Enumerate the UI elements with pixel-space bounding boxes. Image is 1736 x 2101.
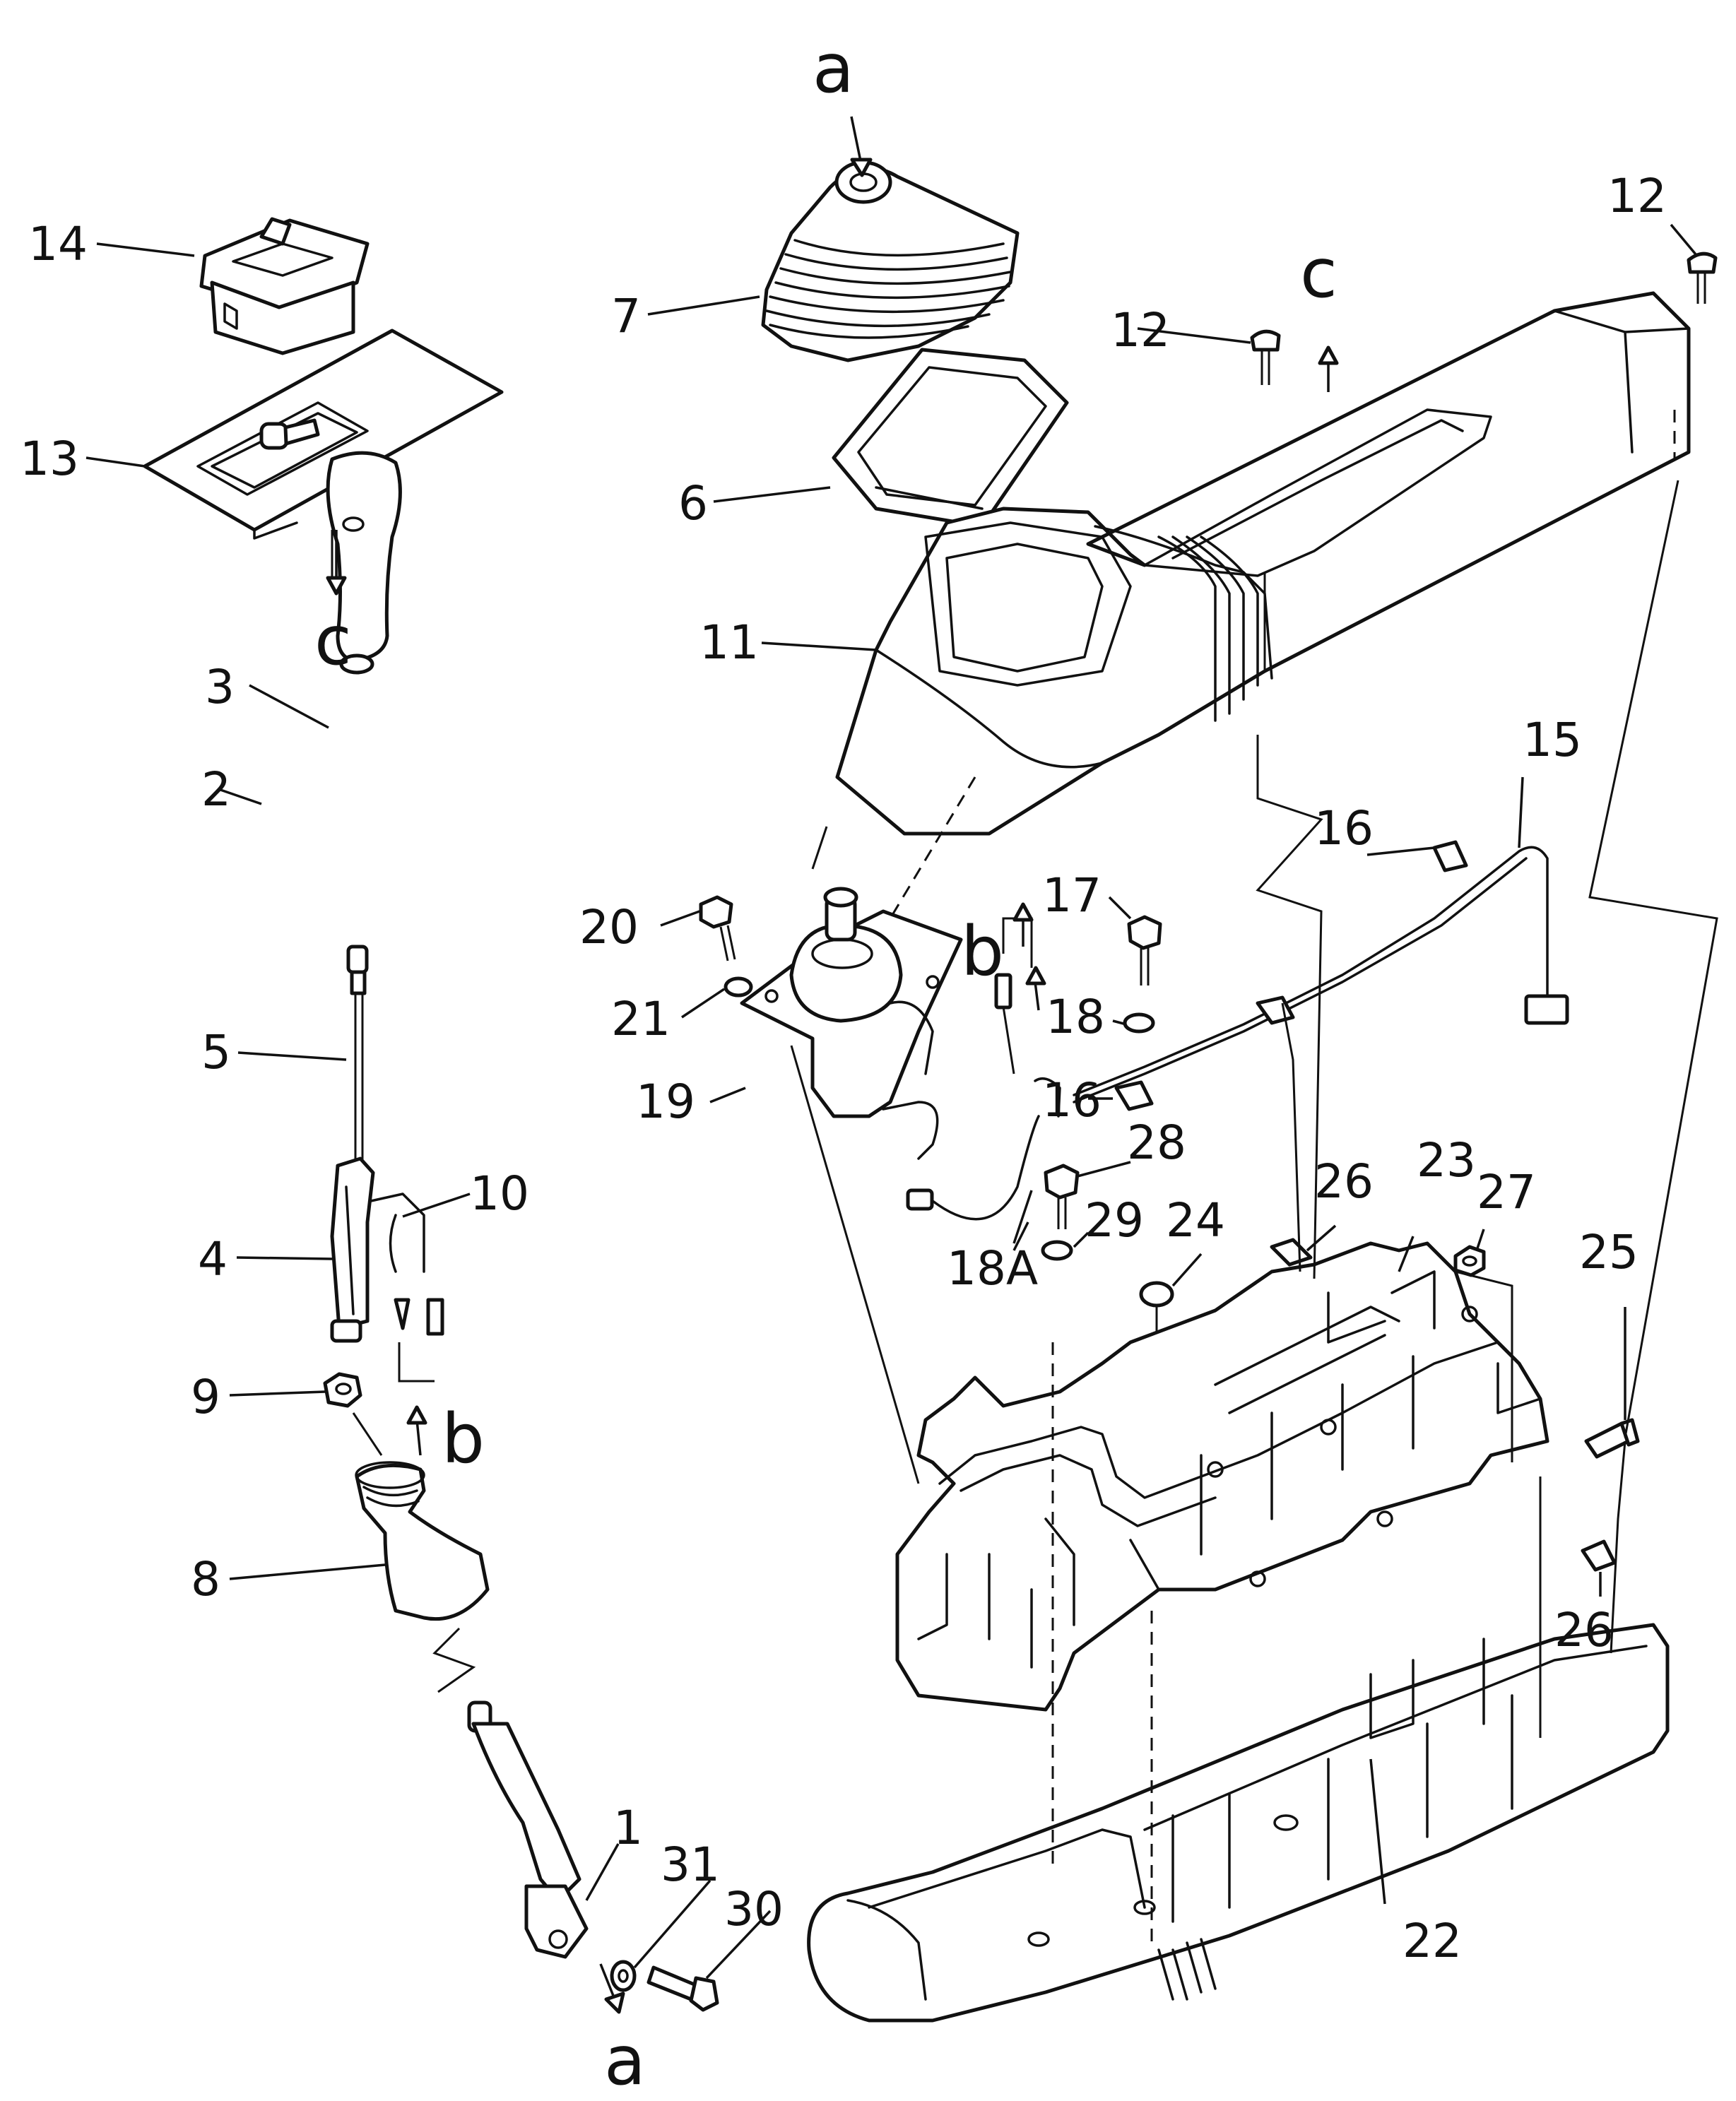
part-26-clip-upper [1270, 1238, 1313, 1267]
part-19-shift-mechanism [740, 887, 1040, 1221]
part-16-clamp-lower [1114, 1080, 1154, 1111]
connection-letters: a a b b c c [314, 29, 1338, 2100]
assembly-lines [331, 410, 1718, 1950]
part-25-bolt [1584, 1418, 1640, 1459]
callout-13: 13 [20, 432, 79, 486]
connection-arrows [326, 116, 1339, 2014]
letter-a-bottom: a [604, 2021, 646, 2100]
part-3-knob [326, 451, 402, 675]
part-18A-connector [994, 973, 1061, 1118]
callout-21: 21 [611, 992, 671, 1046]
callout-18: 18 [1046, 990, 1105, 1044]
part-7-bellows [761, 160, 1020, 362]
callout-19: 19 [636, 1075, 695, 1129]
letter-b-left: b [442, 1399, 485, 1479]
part-17-bolt [1127, 915, 1162, 986]
callout-6: 6 [678, 476, 708, 531]
callout-31: 31 [661, 1837, 720, 1892]
callout-15: 15 [1523, 713, 1582, 767]
letter-c-left: c [314, 601, 352, 680]
callout-23: 23 [1417, 1133, 1476, 1188]
part-30-bolt [646, 1965, 719, 2012]
callout-12-center: 12 [1111, 303, 1170, 357]
letter-b-top: b [961, 912, 1004, 991]
callout-29: 29 [1085, 1193, 1144, 1248]
callout-10: 10 [470, 1166, 529, 1221]
letter-c-top: c [1300, 234, 1338, 313]
leader-lines [85, 223, 1697, 1979]
part-9-nut [323, 1372, 362, 1408]
callout-8: 8 [191, 1552, 220, 1606]
callout-labels: 14 13 3 2 5 10 4 9 8 1 31 30 7 6 11 12 1… [20, 169, 1667, 1968]
callout-26-upper: 26 [1314, 1154, 1374, 1209]
callout-2: 2 [201, 762, 231, 817]
part-28-bolt [1044, 1164, 1080, 1229]
part-12-screw-right [1687, 251, 1718, 304]
callout-16-upper: 16 [1314, 801, 1374, 856]
letter-a-top: a [813, 29, 854, 108]
part-26-clip-lower [1581, 1539, 1617, 1572]
part-13-panel [143, 329, 504, 540]
part-27-nut [1453, 1245, 1486, 1277]
part-18-washer [1123, 1012, 1155, 1034]
callout-22: 22 [1403, 1914, 1462, 1968]
callout-12-right: 12 [1607, 169, 1667, 223]
part-31-washer [610, 1960, 637, 1992]
part-21-washer [724, 976, 753, 998]
part-1-lever [467, 1700, 589, 1959]
part-29-washer [1041, 1240, 1073, 1261]
callout-30: 30 [724, 1882, 784, 1936]
callout-16-lower: 16 [1042, 1073, 1102, 1128]
part-16-clamp-upper [1256, 840, 1468, 1025]
callout-17: 17 [1042, 868, 1102, 923]
callout-27: 27 [1477, 1165, 1536, 1219]
part-6-frame [832, 348, 1069, 528]
callout-7: 7 [611, 289, 641, 343]
callout-25: 25 [1579, 1225, 1638, 1279]
callout-4: 4 [198, 1232, 228, 1286]
part-15-harness [1073, 846, 1569, 1103]
part-12-screw-center [1250, 329, 1281, 385]
part-4-grip [330, 1156, 444, 1343]
part-11-console-cover [835, 291, 1691, 836]
callout-11: 11 [699, 615, 759, 670]
part-22-lower-tray [807, 1623, 1670, 2023]
callout-28: 28 [1127, 1115, 1186, 1170]
part-20-bolt [699, 895, 736, 961]
callout-24: 24 [1166, 1193, 1225, 1248]
callout-9: 9 [191, 1370, 220, 1424]
callout-3: 3 [205, 660, 235, 714]
part-5-rod [346, 945, 369, 1166]
callout-5: 5 [201, 1025, 231, 1079]
callout-26-lower: 26 [1554, 1603, 1614, 1657]
callout-20: 20 [579, 900, 639, 954]
callout-18A: 18A [947, 1241, 1038, 1296]
part-14-switch [199, 217, 370, 355]
part-2-screw [259, 418, 320, 450]
callout-1: 1 [613, 1801, 643, 1855]
part-23-bracket-frame [895, 1241, 1549, 1712]
part-8-boot [355, 1461, 490, 1621]
callout-14: 14 [28, 217, 88, 271]
